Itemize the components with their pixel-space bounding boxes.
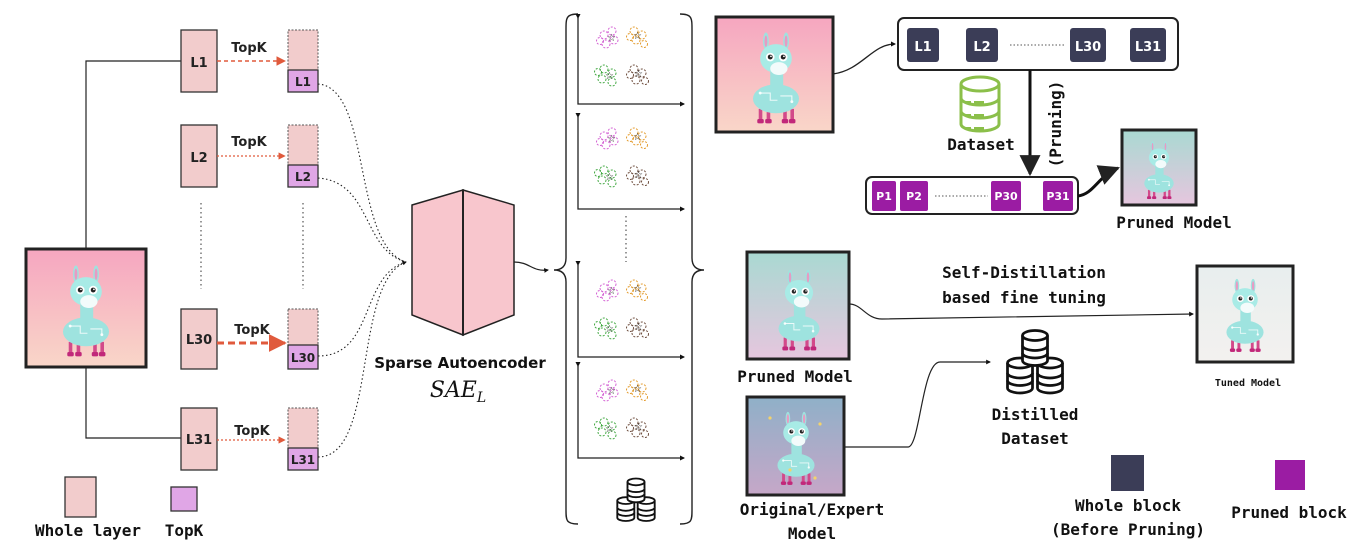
cluster-plot-1 — [575, 13, 686, 107]
cluster-plot-4 — [575, 361, 686, 461]
layer-L1: L1 — [180, 29, 218, 93]
cluster-dataset-icon — [616, 477, 656, 522]
right-curly-brace — [679, 13, 705, 525]
pruning-label: (Pruning) — [1046, 81, 1065, 168]
top-llama-image — [714, 15, 835, 134]
pruned-blocks-container: P1 P2 P30 P31 — [865, 176, 1079, 215]
sae-title: Sparse Autoencoder — [374, 354, 546, 372]
svg-text:P1: P1 — [876, 190, 892, 203]
svg-text:L31: L31 — [1135, 40, 1161, 55]
pruned-model-top-label: Pruned Model — [1116, 213, 1232, 232]
svg-text:Whole block: Whole block — [1075, 496, 1181, 515]
original-to-dataset-arrow — [844, 359, 991, 448]
topk-box-L30: L30 — [287, 308, 319, 370]
sae-symbol-subscript: L — [476, 390, 486, 406]
svg-text:L31: L31 — [186, 433, 212, 448]
legend-pruned-block: Pruned block — [1231, 460, 1347, 522]
input-to-layers-connector — [85, 60, 181, 439]
dataset-icon — [959, 75, 1001, 133]
legend-topk: TopK — [165, 486, 204, 540]
distilled-dataset-label-1: Distilled — [992, 405, 1079, 424]
cluster-plot-2 — [575, 112, 686, 212]
topk-arrow-L31: TopK — [217, 424, 286, 444]
layer-L31: L31 — [180, 407, 218, 471]
layer-L30: L30 — [180, 308, 218, 370]
self-distillation-label-2: based fine tuning — [942, 288, 1106, 307]
sae-symbol-main: SAE — [430, 378, 477, 403]
svg-text:Pruned block: Pruned block — [1231, 503, 1347, 522]
topk-arrow-L30: TopK — [217, 323, 287, 352]
svg-text:L1: L1 — [190, 56, 207, 71]
sae-to-clusters-arrow — [513, 261, 549, 273]
svg-text:L2: L2 — [190, 151, 207, 166]
pruned-model-mid-image — [745, 250, 851, 361]
legend-whole-block: Whole block (Before Pruning) — [1051, 455, 1205, 539]
tuned-model-image — [1195, 264, 1295, 364]
svg-text:L1: L1 — [295, 75, 311, 89]
topk-box-L31: L31 — [287, 407, 319, 471]
svg-text:TopK: TopK — [234, 323, 270, 338]
original-model-label-1: Original/Expert — [740, 500, 885, 519]
left-curly-brace — [553, 13, 579, 525]
svg-text:TopK: TopK — [231, 41, 267, 56]
svg-text:L2: L2 — [295, 170, 311, 184]
distilled-dataset-label-2: Dataset — [1001, 429, 1068, 448]
svg-text:TopK: TopK — [231, 135, 267, 150]
pruned-model-top-image — [1120, 128, 1198, 207]
svg-text:L30: L30 — [186, 333, 212, 348]
topk-to-sae-connectors — [317, 83, 407, 458]
svg-text:L30: L30 — [1075, 40, 1101, 55]
pruned-to-tuned-arrow — [848, 303, 1194, 320]
svg-text:Whole layer: Whole layer — [35, 521, 141, 540]
sparse-autoencoder-shape — [411, 188, 515, 337]
pruned-model-mid-label: Pruned Model — [737, 367, 853, 386]
cluster-plot-3 — [575, 260, 686, 360]
input-llama-image — [24, 247, 148, 369]
dataset-icon-dots — [966, 101, 984, 130]
original-model-label-2: Model — [788, 524, 836, 543]
svg-text:L30: L30 — [291, 351, 315, 365]
whole-blocks-container: L1 L2 L30 L31 — [897, 17, 1179, 71]
sae-symbol: SAEL — [430, 378, 486, 406]
svg-text:P30: P30 — [994, 190, 1018, 203]
image-to-blocks-arrow — [832, 41, 897, 75]
svg-text:L1: L1 — [914, 40, 931, 55]
tuned-model-label: Tuned Model — [1215, 378, 1281, 389]
topk-arrow-L2: TopK — [217, 135, 286, 160]
svg-text:P31: P31 — [1046, 190, 1069, 203]
svg-text:P2: P2 — [906, 190, 922, 203]
topk-box-L2: L2 — [287, 124, 319, 188]
topk-arrow-L1: TopK — [217, 41, 286, 66]
pruned-to-model-arrow — [1077, 165, 1120, 198]
svg-text:L31: L31 — [291, 453, 315, 467]
dataset-label: Dataset — [947, 135, 1014, 154]
svg-text:(Before Pruning): (Before Pruning) — [1051, 520, 1205, 539]
legend-whole-layer: Whole layer — [35, 476, 141, 540]
self-distillation-label-1: Self-Distillation — [942, 263, 1106, 282]
svg-text:TopK: TopK — [234, 424, 270, 439]
topk-box-L1: L1 — [287, 29, 319, 93]
layer-L2: L2 — [180, 124, 218, 188]
distilled-dataset-icon — [1006, 329, 1064, 395]
svg-text:TopK: TopK — [165, 521, 204, 540]
svg-text:L2: L2 — [973, 40, 990, 55]
original-model-image — [745, 395, 846, 497]
